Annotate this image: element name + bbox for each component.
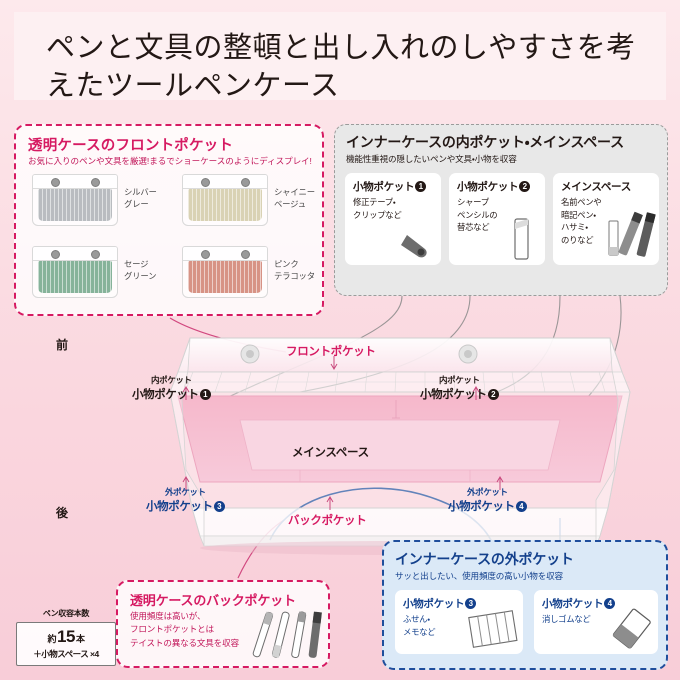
capacity-box: 約15本 ＋小物スペース ×4 [16, 622, 116, 666]
swatch-label: セージグリーン [124, 259, 157, 282]
badge-number-1: 1 [415, 181, 427, 192]
badge-number-2: 2 [519, 181, 531, 192]
label-front-side: 前 [56, 338, 69, 352]
outer-pocket-panel: インナーケースの外ポケット サッと出したい、使用頻度の高い小物を収容 小物ポケッ… [382, 540, 668, 670]
connector-front [169, 317, 287, 353]
inner-panel-heading: インナーケースの内ポケット・メインスペース [346, 134, 624, 150]
front-pocket-panel: 透明ケースのフロントポケット お気に入りのペンや文具を厳選!まるでショーケースの… [14, 124, 324, 316]
capacity-badge: ペン収容本数 約15本 ＋小物スペース ×4 [16, 608, 116, 666]
outer-panel-subtitle: サッと出したい、使用頻度の高い小物を収容 [395, 571, 563, 581]
pencase-thumb [182, 174, 268, 226]
connector-back [237, 519, 285, 579]
correction-tape-icon [401, 235, 427, 258]
card-title: メインスペース [561, 181, 631, 193]
label-front-pocket: フロントポケット [286, 346, 376, 358]
pens-icon [608, 211, 656, 257]
capacity-extra-line: ＋小物スペース ×4 [33, 649, 99, 659]
inner-pocket-panel: インナーケースの内ポケット・メインスペース 機能性重視の隠したいペンや文具・小物… [334, 124, 668, 296]
back-pocket-panel: 透明ケースのバックポケット 使用頻度は高いが、フロントポケットとはテイストの異な… [116, 580, 330, 668]
card-body: 名前ペンや暗記ペン・ハサミ・のりなど [561, 197, 602, 245]
pencase-thumb [32, 246, 118, 298]
sticky-notes-icon [468, 610, 518, 648]
back-panel-body: 使用頻度は高いが、フロントポケットとはテイストの異なる文具を収容 [130, 611, 239, 648]
swatch-label: シルバーグレー [124, 187, 157, 210]
card-body: 修正テープ・クリップなど [353, 197, 402, 220]
lead-refill-icon [514, 218, 529, 260]
card-body: 消しゴムなど [542, 614, 591, 624]
inner-panel-subtitle: 機能性重視の隠したいペンや文具・小物を収容 [346, 154, 517, 164]
label-back-pocket: バックポケット [288, 515, 367, 527]
card-main-space[interactable]: メインスペース 名前ペンや暗記ペン・ハサミ・のりなど [553, 173, 659, 265]
label-back-side: 後 [56, 506, 69, 520]
front-panel-subtitle: お気に入りのペンや文具を厳選!まるでショーケースのようにディスプレイ! [28, 156, 312, 166]
pencase-thumb [32, 174, 118, 226]
back-panel-heading: 透明ケースのバックポケット [130, 593, 296, 608]
title-band: ペンと文具の整頓と出し入れのしやすさを考えたツールペンケース [14, 12, 666, 102]
label-main-space: メインスペース [292, 447, 369, 459]
eraser-icon [612, 608, 651, 649]
swatch-label: ピンクテラコッタ [274, 259, 315, 282]
front-panel-heading: 透明ケースのフロントポケット [28, 138, 234, 154]
outer-panel-heading: インナーケースの外ポケット [395, 551, 574, 567]
page-title: ペンと文具の整頓と出し入れのしやすさを考えたツールペンケース [46, 32, 636, 102]
badge-number-3: 3 [465, 598, 477, 609]
badge-number-4: 4 [604, 598, 616, 609]
pens-illustration-icon [252, 611, 322, 659]
card-body: ふせん・メモなど [403, 614, 436, 637]
pencase-thumb [182, 246, 268, 298]
swatch-label: シャイニーベージュ [274, 187, 315, 210]
case-body [169, 337, 631, 555]
card-body: シャープペンシルの替芯など [457, 197, 498, 233]
capacity-heading: ペン収容本数 [42, 609, 90, 618]
capacity-count-line: 約15本 [47, 627, 85, 646]
